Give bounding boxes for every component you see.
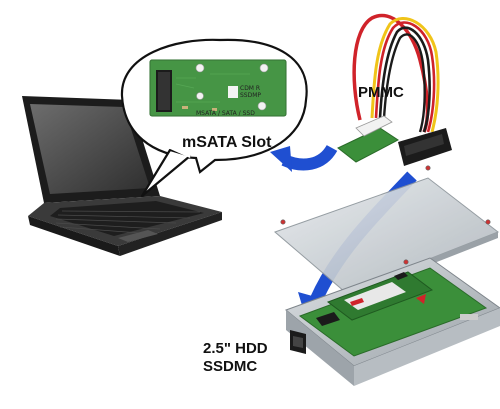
laptop-screen (30, 104, 150, 194)
msata-slot-label: mSATA Slot (182, 134, 272, 151)
laptop-keyboard (50, 201, 204, 236)
pmmc-label: PMMC (358, 84, 404, 101)
hdd-label-line2: SSDMC (203, 358, 258, 375)
hdd-label-line1: 2.5" HDD (203, 340, 268, 357)
board-brand-line1: CDM R (240, 85, 261, 92)
callout-bubble (120, 38, 308, 198)
board-small-print: MSATA / SATA / SSD (196, 110, 255, 117)
board-brand-line2: SSDMP (240, 92, 262, 99)
yellow-cable (370, 17, 440, 133)
hdd-label: 2.5" HDD SSDMC (203, 340, 268, 376)
arrow-to-slot (270, 144, 338, 172)
laptop-touchpad (118, 230, 158, 242)
hdd-enclosure (274, 165, 500, 386)
laptop (22, 96, 222, 256)
msata-board-closeup (149, 59, 287, 117)
pmmc-adapter (337, 13, 452, 166)
